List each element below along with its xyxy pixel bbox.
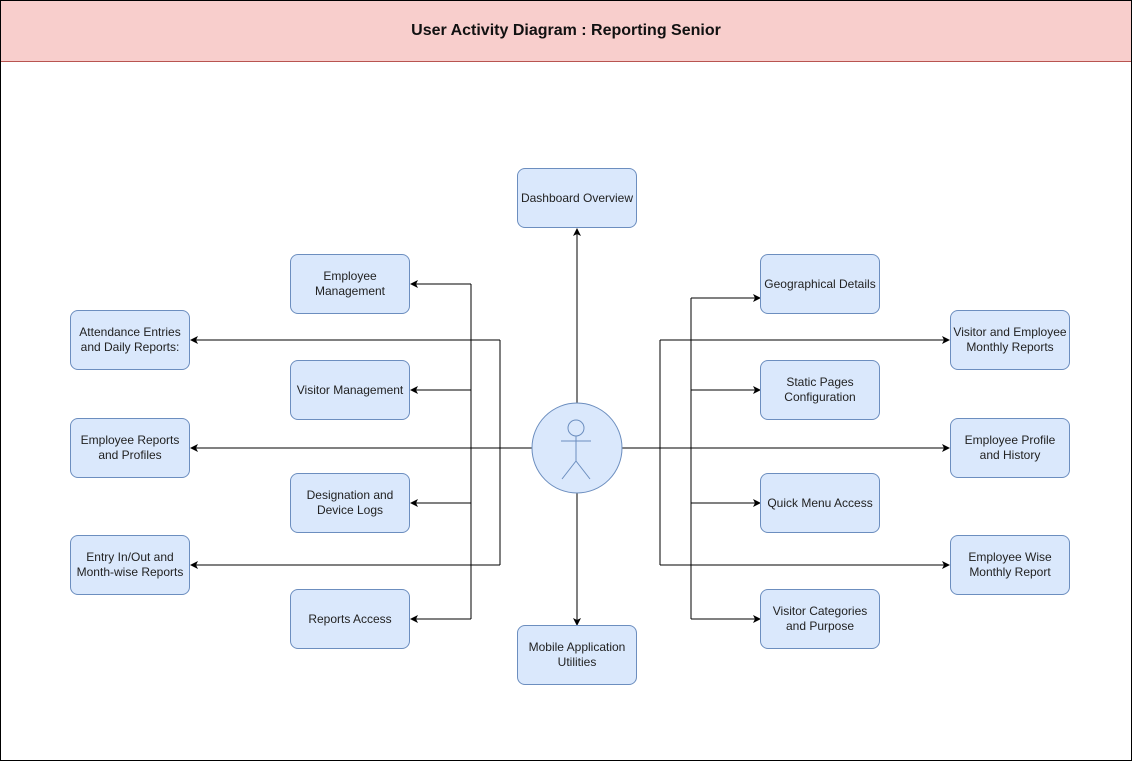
node-employee-profile-history: Employee Profile and History (950, 418, 1070, 478)
node-dashboard-overview: Dashboard Overview (517, 168, 637, 228)
node-attendance-entries: Attendance Entries and Daily Reports: (70, 310, 190, 370)
node-visitor-management: Visitor Management (290, 360, 410, 420)
node-visitor-categories-purpose: Visitor Categories and Purpose (760, 589, 880, 649)
node-label: Employee Profile and History (964, 433, 1056, 462)
node-mobile-application-utilities: Mobile Application Utilities (517, 625, 637, 685)
node-quick-menu-access: Quick Menu Access (760, 473, 880, 533)
node-label: Visitor and Employee Monthly Reports (953, 325, 1067, 354)
title-bar: User Activity Diagram : Reporting Senior (1, 1, 1131, 62)
node-label: Attendance Entries and Daily Reports: (79, 325, 181, 354)
trunk-left-outer (499, 340, 532, 449)
node-label: Dashboard Overview (520, 190, 634, 205)
diagram-title: User Activity Diagram : Reporting Senior (411, 22, 721, 39)
trunk-left-inner (470, 284, 500, 449)
node-label: Employee Management (314, 269, 386, 298)
node-label: Mobile Application Utilities (528, 640, 626, 669)
node-label: Static Pages Configuration (784, 375, 856, 404)
node-static-pages-configuration: Static Pages Configuration (760, 360, 880, 420)
node-visitor-employee-monthly-reports: Visitor and Employee Monthly Reports (950, 310, 1070, 370)
node-employee-reports-profiles: Employee Reports and Profiles (70, 418, 190, 478)
node-employee-management: Employee Management (290, 254, 410, 314)
node-designation-device-logs: Designation and Device Logs (290, 473, 410, 533)
node-label: Visitor Management (296, 382, 404, 397)
node-label: Employee Reports and Profiles (80, 433, 180, 462)
node-entry-in-out: Entry In/Out and Month-wise Reports (70, 535, 190, 595)
node-geographical-details: Geographical Details (760, 254, 880, 314)
node-label: Geographical Details (764, 276, 876, 291)
node-reports-access: Reports Access (290, 589, 410, 649)
node-label: Employee Wise Monthly Report (968, 550, 1052, 579)
node-label: Quick Menu Access (767, 495, 873, 510)
node-label: Designation and Device Logs (306, 488, 394, 517)
actor-icon (531, 402, 623, 494)
node-label: Entry In/Out and Month-wise Reports (76, 550, 184, 579)
node-label: Visitor Categories and Purpose (772, 604, 868, 633)
node-label: Reports Access (308, 611, 392, 626)
node-employee-wise-monthly-report: Employee Wise Monthly Report (950, 535, 1070, 595)
